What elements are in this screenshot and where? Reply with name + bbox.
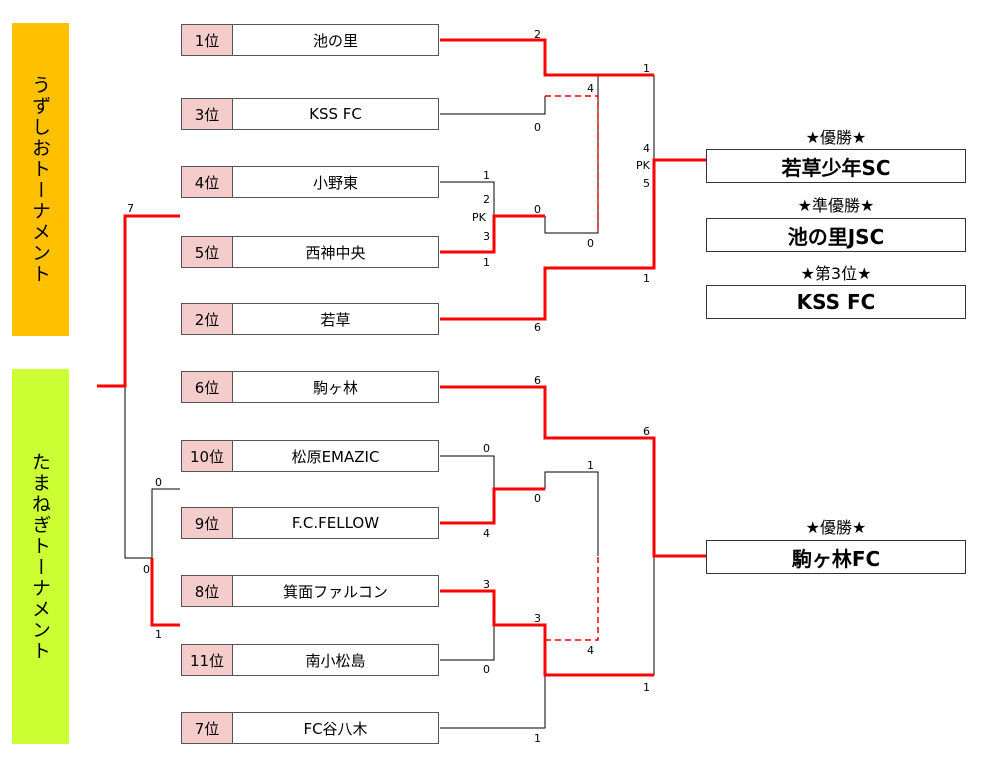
team-box: 5位 西神中央 [181, 236, 439, 268]
team-name: 松原EMAZIC [291, 447, 380, 466]
team-box: 2位 若草 [181, 303, 439, 335]
bracket-line [440, 675, 546, 729]
score-label: 3 [483, 230, 490, 243]
score-label: 1 [587, 459, 594, 472]
score-label: 2 [534, 28, 541, 41]
uzushio-tournament-banner: うずしおトーナメント [12, 23, 69, 336]
team-rank: 8位 [182, 576, 233, 606]
team-name: 南小松島 [305, 651, 366, 670]
top-runnerup-label: ★準優勝★ [797, 196, 875, 215]
score-label: 4 [483, 527, 490, 540]
team-rank: 7位 [182, 713, 233, 743]
team-rank: 9位 [182, 508, 233, 538]
team-rank: 11位 [182, 645, 233, 675]
team-box: 10位 松原EMAZIC [181, 440, 439, 472]
winner-line [440, 487, 545, 525]
score-label: 3 [483, 578, 490, 591]
score-label: 3 [534, 612, 541, 625]
score-label: 4 [587, 82, 594, 95]
team-rank: 1位 [182, 25, 233, 55]
team-name: KSS FC [309, 105, 362, 123]
bracket-line [440, 181, 495, 216]
team-box: 8位 箕面ファルコン [181, 575, 439, 607]
top-third-box: KSS FC [706, 285, 966, 319]
tamanegi-tournament-banner: たまねぎトーナメント [12, 369, 69, 744]
top-third-label: ★第3位★ [800, 264, 872, 283]
score-label: 4 [643, 142, 650, 155]
score-label: 0 [155, 476, 162, 489]
score-label: 1 [483, 256, 490, 269]
team-rank: 5位 [182, 237, 233, 267]
team-rank: 6位 [182, 372, 233, 402]
winner-line [440, 158, 706, 321]
score-label: 1 [643, 681, 650, 694]
score-label: 1 [483, 169, 490, 182]
score-label: 0 [534, 203, 541, 216]
team-name: 小野東 [312, 173, 358, 192]
score-label: 7 [127, 202, 134, 215]
team-box: 6位 駒ヶ林 [181, 371, 439, 403]
score-label: 6 [643, 425, 650, 438]
team-name: 西神中央 [305, 243, 366, 262]
score-label: 1 [534, 732, 541, 745]
bracket-line [440, 625, 495, 661]
score-label: PK [636, 159, 651, 172]
score-label: 1 [643, 62, 650, 75]
team-box: 7位 FC谷八木 [181, 712, 439, 744]
top-champion-label: ★優勝★ [805, 128, 867, 147]
team-name: 若草 [320, 310, 351, 329]
dashed-winner-line [545, 556, 599, 641]
uzushio-tournament-title: うずしおトーナメント [29, 74, 51, 285]
score-label: 1 [643, 272, 650, 285]
team-name: 池の里 [312, 31, 358, 50]
team-box: 11位 南小松島 [181, 644, 439, 676]
score-label: 5 [643, 177, 650, 190]
winner-line [440, 385, 706, 558]
team-name: 駒ヶ林 [312, 378, 358, 397]
score-label: 0 [587, 237, 594, 250]
team-name: F.C.FELLOW [291, 514, 380, 532]
top-champion-box: 若草少年SC [706, 149, 966, 183]
bracket-line [544, 471, 599, 556]
score-label: 0 [534, 121, 541, 134]
winner-line [440, 38, 654, 77]
bracket-line [545, 556, 655, 676]
winner-line [440, 589, 654, 677]
score-label: 1 [155, 628, 162, 641]
bracket-line [124, 386, 180, 559]
winner-line [150, 558, 180, 627]
score-label: PK [472, 211, 487, 224]
score-label: 2 [483, 193, 490, 206]
bracket-line [544, 75, 599, 234]
bracket-line [440, 96, 546, 115]
score-label: 0 [143, 563, 150, 576]
team-box: 4位 小野東 [181, 166, 439, 198]
winner-line [97, 214, 180, 388]
top-runnerup-box: 池の里JSC [706, 218, 966, 252]
team-name: FC谷八木 [303, 719, 368, 738]
score-label: 0 [483, 663, 490, 676]
team-name: 箕面ファルコン [283, 582, 388, 601]
team-rank: 2位 [182, 304, 233, 334]
score-label: 6 [534, 374, 541, 387]
team-box: 3位 KSS FC [181, 98, 439, 130]
team-rank: 3位 [182, 99, 233, 129]
bracket-line [440, 455, 495, 489]
score-label: 0 [534, 492, 541, 505]
winner-line [440, 214, 545, 254]
dotted-line [545, 471, 599, 556]
score-label: 4 [587, 644, 594, 657]
bottom-champion-box: 駒ヶ林FC [706, 540, 966, 574]
bottom-champion-label: ★優勝★ [805, 518, 867, 537]
team-rank: 4位 [182, 167, 233, 197]
team-rank: 10位 [182, 441, 233, 471]
dashed-winner-line [545, 95, 599, 233]
score-label: 6 [534, 321, 541, 334]
team-box: 9位 F.C.FELLOW [181, 507, 439, 539]
team-box: 1位 池の里 [181, 24, 439, 56]
tamanegi-tournament-title: たまねぎトーナメント [29, 451, 51, 662]
score-label: 0 [483, 442, 490, 455]
